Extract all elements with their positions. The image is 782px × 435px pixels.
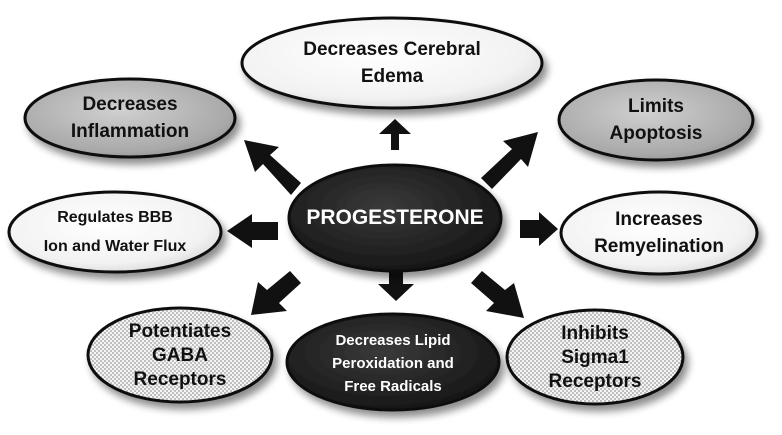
- label-line: GABA: [152, 345, 208, 366]
- label-inflammation: Decreases Inflammation: [36, 88, 224, 148]
- label-line: Ion and Water Flux: [43, 238, 187, 255]
- arrow-right: [520, 212, 558, 246]
- label-line: Potentiates: [128, 321, 232, 342]
- ellipse-apoptosis: [557, 78, 755, 162]
- label-line: Receptors: [548, 371, 642, 392]
- label-line: Inhibits: [561, 323, 629, 344]
- ellipse-remyelination: [559, 190, 759, 276]
- label-apoptosis: Limits Apoptosis: [568, 90, 744, 150]
- label-lipid-peroxidation: Decreases Lipid Peroxidation and Free Ra…: [300, 326, 486, 400]
- label-line: Limits: [628, 96, 684, 117]
- ellipse-cerebral-edema: [240, 16, 544, 110]
- arrow-down: [378, 271, 414, 301]
- label-cerebral-edema: Decreases Cerebral Edema: [260, 30, 524, 96]
- arrow-lower-left: [251, 271, 301, 315]
- label-line: Peroxidation and: [332, 354, 454, 372]
- ellipse-sigma1: [505, 308, 685, 406]
- label-line: Inflammation: [70, 121, 190, 142]
- label-line: Free Radicals: [344, 377, 442, 395]
- label-bbb-regulation: Regulates BBB Ion and Water Flux: [20, 202, 210, 262]
- arrow-left: [227, 214, 278, 248]
- label-line: Receptors: [133, 369, 227, 390]
- label-sigma1: Inhibits Sigma1 Receptors: [515, 320, 675, 396]
- label-line: Apoptosis: [609, 123, 703, 144]
- label-remyelination: Increases Remyelination: [570, 203, 748, 263]
- label-line: Regulates BBB: [57, 209, 173, 226]
- label-progesterone: PROGESTERONE: [298, 198, 492, 238]
- label-gaba: Potentiates GABA Receptors: [98, 318, 262, 394]
- ellipse-gaba: [86, 306, 274, 404]
- arrow-lower-right: [471, 271, 524, 318]
- ellipse-bbb-regulation: [7, 190, 223, 274]
- label-line: Sigma1: [561, 347, 629, 368]
- arrow-upper-left: [244, 140, 301, 195]
- label-line: Edema: [360, 66, 424, 87]
- arrow-up: [379, 119, 411, 150]
- label-line: Decreases: [82, 94, 178, 115]
- ellipse-inflammation: [23, 77, 237, 159]
- ellipse-progesterone: [287, 163, 503, 273]
- center-title: PROGESTERONE: [306, 206, 484, 229]
- label-line: Decreases Cerebral: [303, 39, 481, 60]
- label-line: Remyelination: [594, 236, 724, 257]
- arrow-upper-right: [481, 132, 538, 189]
- ellipse-lipid-peroxidation: [285, 312, 501, 412]
- label-line: Increases: [615, 209, 703, 230]
- label-line: Decreases Lipid: [335, 331, 451, 349]
